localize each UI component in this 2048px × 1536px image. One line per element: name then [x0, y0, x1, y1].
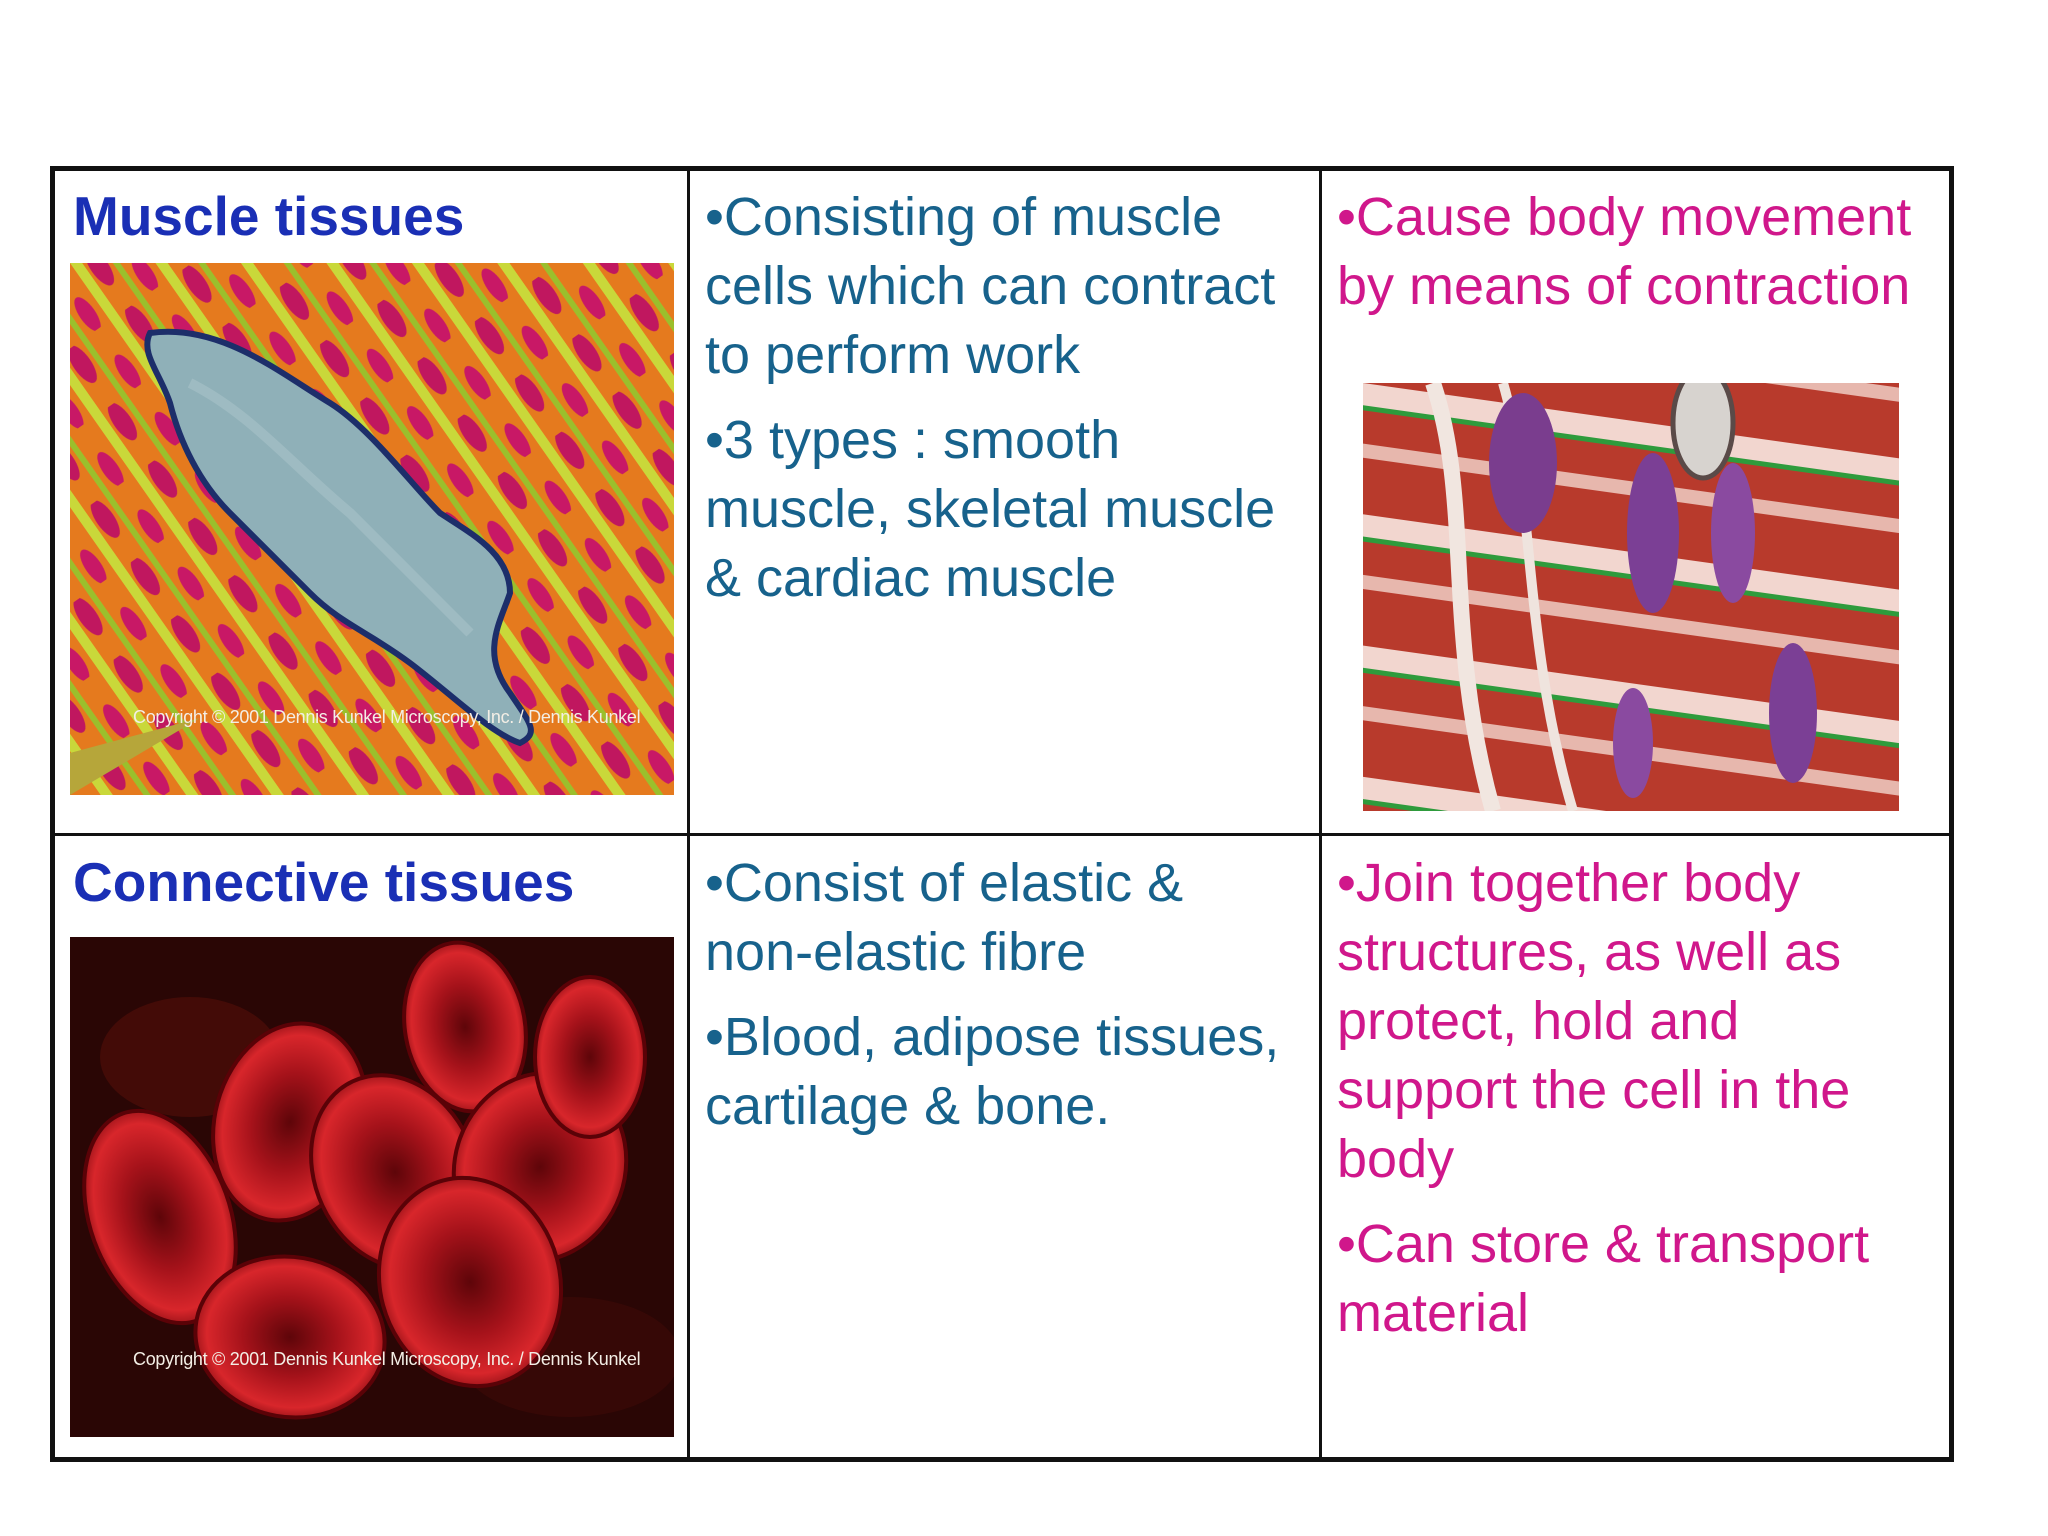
- connective-description-cell: •Consist of elastic & non-elastic fibre …: [705, 849, 1305, 1449]
- muscle-micrograph-image: [70, 263, 674, 795]
- row-divider: [55, 833, 1949, 836]
- blood-image-copyright: Copyright © 2001 Dennis Kunkel Microscop…: [133, 1349, 641, 1369]
- muscle-description-point: •3 types : smooth muscle, skeletal muscl…: [705, 410, 1276, 608]
- muscle-function-cell: •Cause body movement by means of contrac…: [1337, 183, 1917, 823]
- connective-label-cell: Connective tissues: [73, 849, 673, 1449]
- connective-function-cell: •Join together body structures, as well …: [1337, 849, 1927, 1449]
- blood-cells-micrograph-image: [70, 937, 674, 1437]
- muscle-image-copyright: Copyright © 2001 Dennis Kunkel Microscop…: [133, 707, 641, 727]
- muscle-description-cell: •Consisting of muscle cells which can co…: [705, 183, 1305, 823]
- connective-function-point: •Join together body structures, as well …: [1337, 853, 1851, 1189]
- connective-function-point: •Can store & transport material: [1337, 1214, 1870, 1343]
- muscle-function-point: •Cause body movement by means of contrac…: [1337, 187, 1912, 316]
- muscle-description-point: •Consisting of muscle cells which can co…: [705, 187, 1276, 385]
- column-divider: [1319, 171, 1322, 1457]
- connective-description-point: •Consist of elastic & non-elastic fibre: [705, 853, 1184, 982]
- connective-tissues-label: Connective tissues: [73, 851, 575, 913]
- tissue-table: Muscle tissues Copyright © 2001 Dennis K…: [50, 166, 1954, 1462]
- column-divider: [687, 171, 690, 1457]
- muscle-tissues-label: Muscle tissues: [73, 185, 465, 247]
- cardiac-muscle-micrograph-image: [1363, 383, 1899, 811]
- connective-description-point: •Blood, adipose tissues, cartilage & bon…: [705, 1007, 1280, 1136]
- muscle-label-cell: Muscle tissues: [73, 183, 673, 823]
